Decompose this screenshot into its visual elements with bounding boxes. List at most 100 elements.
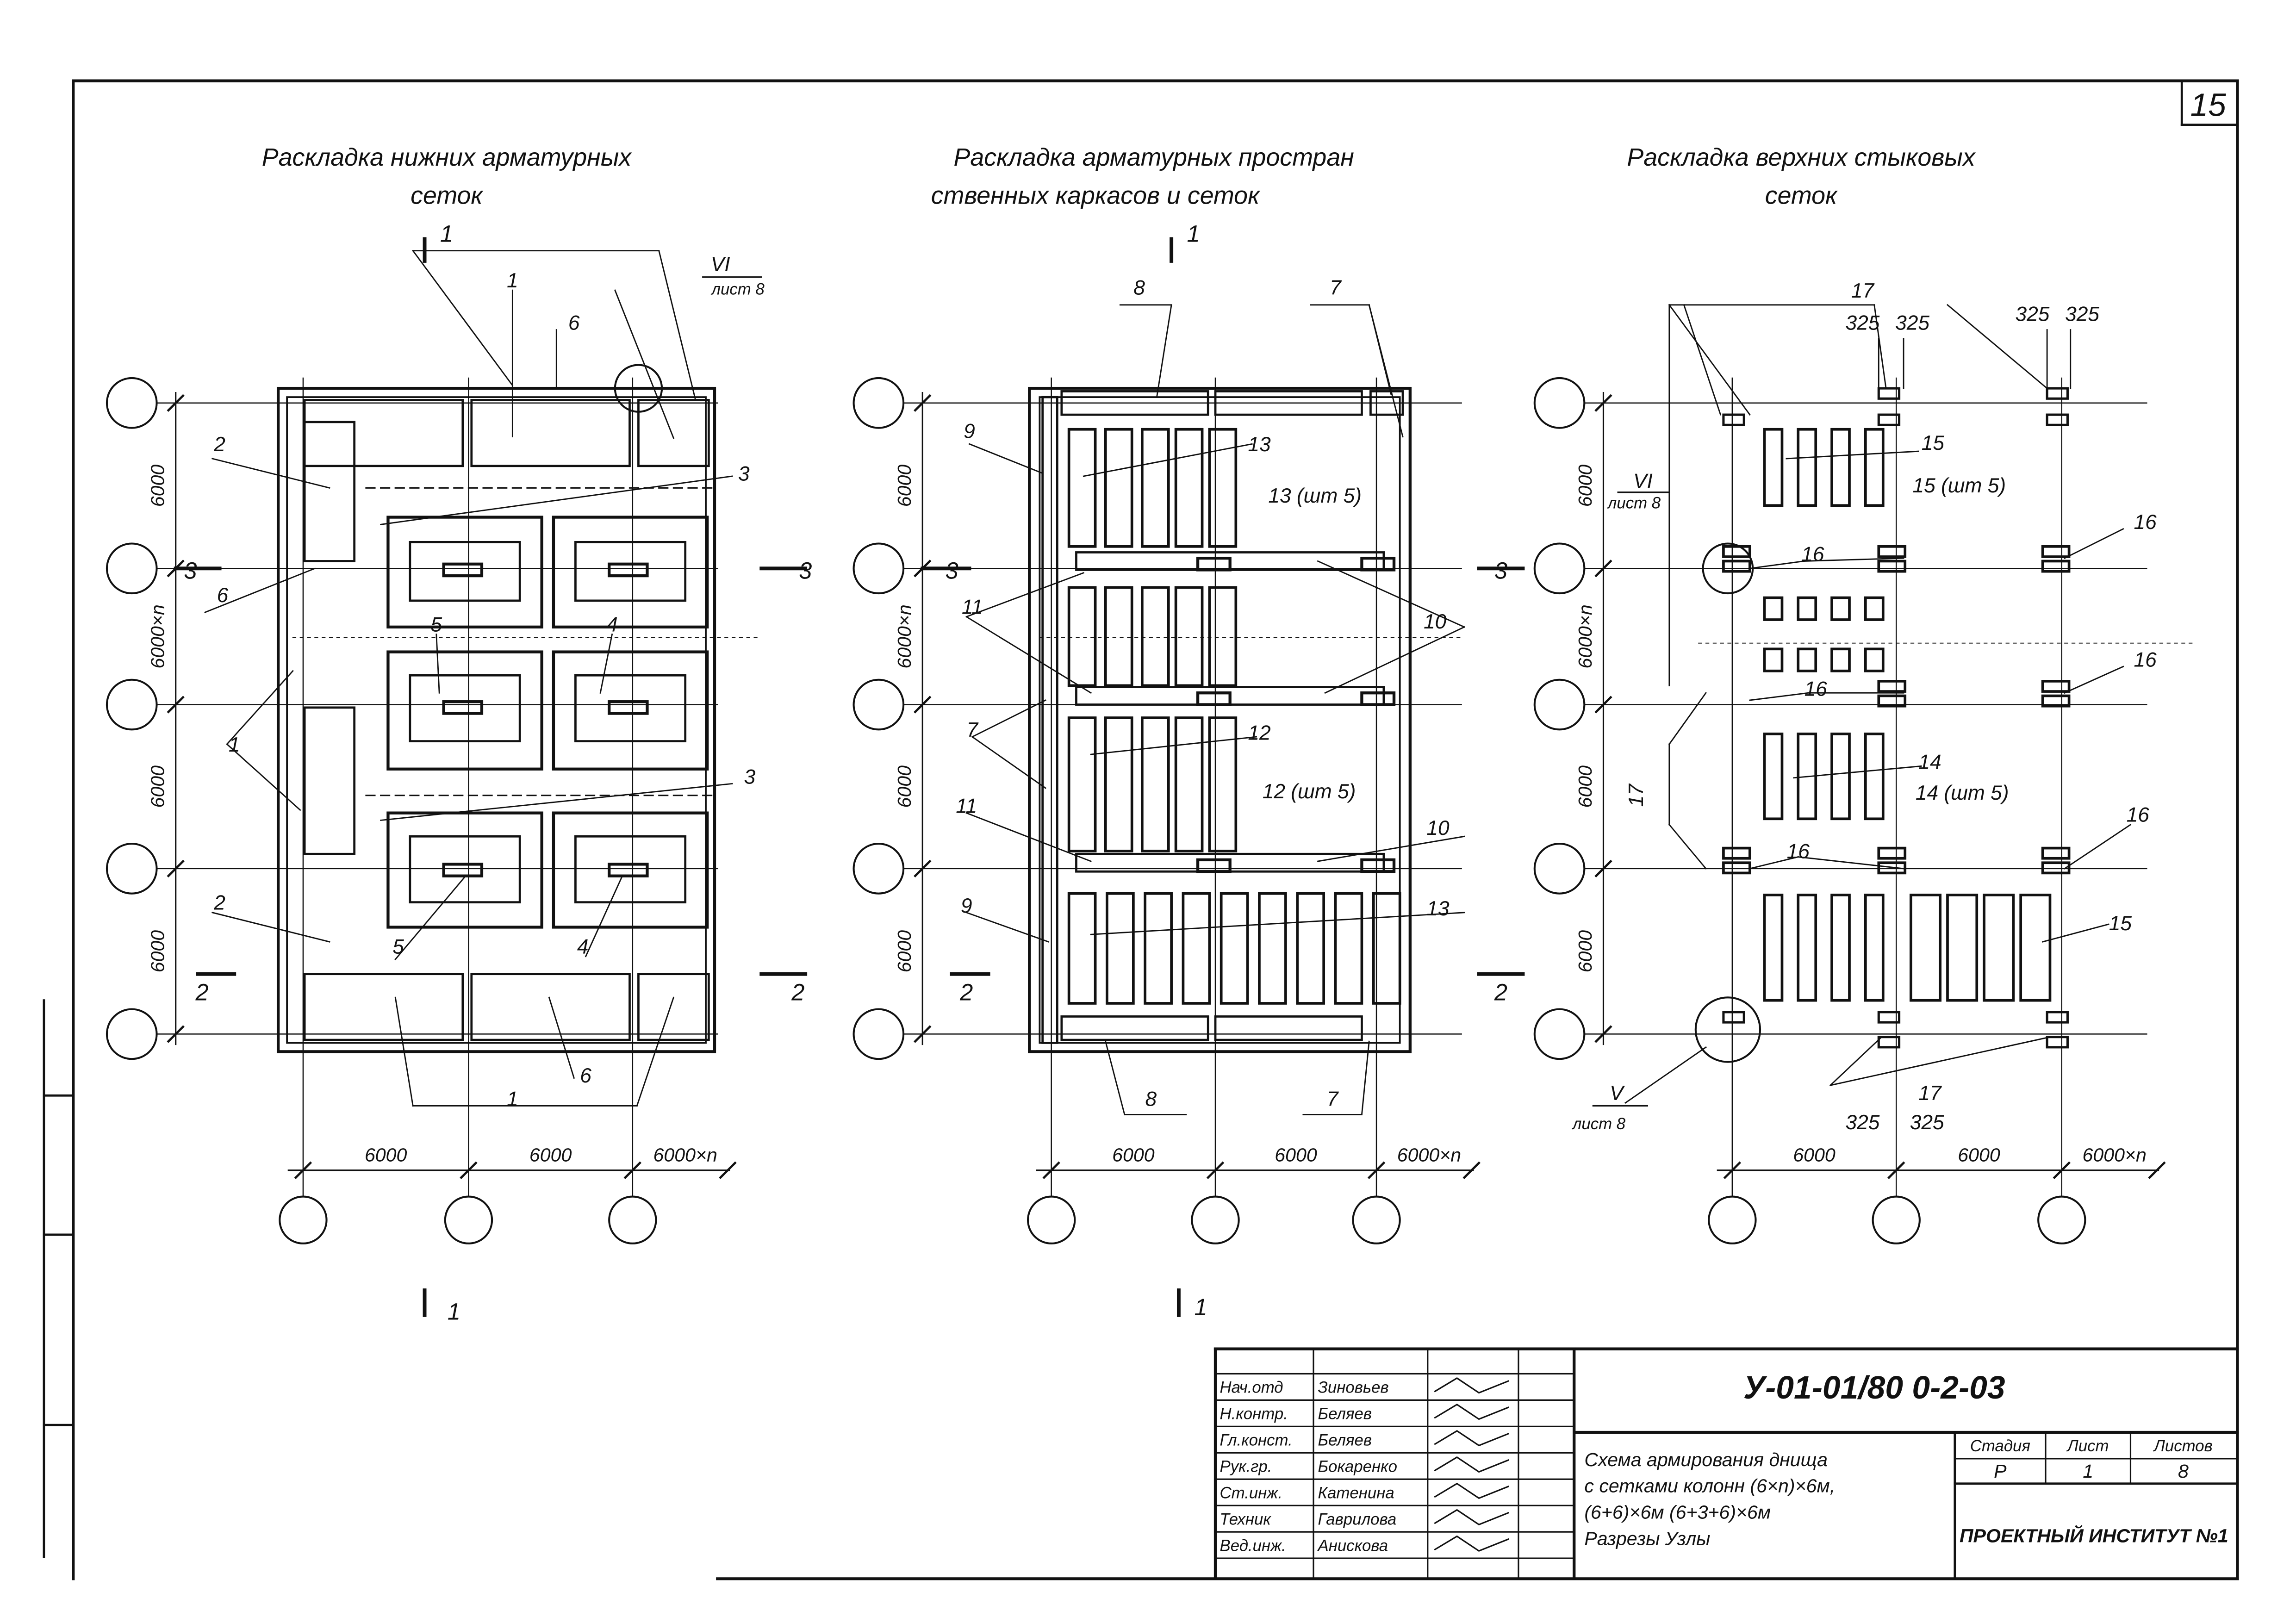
dimension-tick [1594,1025,1612,1043]
splice-joint [2041,545,2071,558]
leader-line [1317,560,1465,628]
leader-line [2041,923,2109,943]
bottom-mesh-panel [637,973,710,1041]
spatial-cage [1104,428,1133,548]
splice-mesh [1763,893,1784,1002]
callout-label: 1 [507,1088,518,1110]
callout-label: 10 [1426,817,1450,839]
splice-mesh [1830,647,1851,672]
axis-bubble [608,1195,657,1244]
plan-title: сеток [1765,181,1838,209]
leader-line [204,567,316,614]
dimension-tick [1042,1161,1060,1179]
leader-line [2064,824,2132,870]
axis-bubble [106,542,158,595]
dimension-label: 6000 [365,1144,407,1166]
leader-line [585,875,623,958]
splice-joint [2041,846,2071,860]
callout-label: 4 [577,935,589,958]
leader-line [1368,304,1404,438]
axis-bubble [852,377,905,429]
bottom-mesh-panel [303,973,464,1041]
dimension-label: 6000 [894,765,915,808]
column-mesh-inner [574,674,687,743]
column-joint [1196,858,1232,873]
title-role: Н.контр. [1220,1405,1288,1423]
axis-bubble [1533,377,1586,429]
dimension-tick [914,1025,932,1043]
axis-bubble [2037,1195,2086,1244]
spatial-cage [1140,716,1170,852]
column-mesh-panel [386,811,543,929]
leader-line [971,699,1046,738]
leader-line [548,996,575,1079]
spatial-cage [1174,428,1204,548]
column-mesh-inner [574,541,687,602]
spatial-cage [1067,716,1097,852]
splice-mesh [1910,893,1942,1002]
sheet-description: (6+6)×6м (6+3+6)×6м [1584,1502,1771,1523]
axis-bubble [852,542,905,595]
leader-line [968,443,1044,474]
callout-label: 9 [964,420,975,443]
node-ref-number: V [1610,1082,1625,1105]
signature [1434,1430,1509,1447]
leader-line [2064,528,2124,560]
axis-bubble [1533,542,1586,595]
title-role: Ст.инж. [1220,1484,1283,1502]
splice-joint [1877,861,1907,875]
leader-line [212,912,330,943]
leader-line [1683,304,1722,416]
callout-label: 7 [1327,1088,1339,1110]
sheet-number: 15 [2190,87,2226,123]
splice-mesh [1864,596,1885,621]
callout-label: 16 [2127,804,2150,827]
splice-joint [1877,694,1907,708]
slab-outline [276,386,716,1053]
dimension-label: 6000 [147,765,168,808]
column-mesh-panel [386,516,543,629]
dimension-label: 6000 [147,930,168,973]
dimension-tick [1594,696,1612,714]
callout-label: 16 [2134,511,2157,534]
bottom-mesh-panel [303,399,464,467]
title-role: Рук.гр. [1220,1457,1272,1475]
dimension-label: 6000 [1112,1144,1155,1166]
title-name: Катенина [1318,1484,1394,1502]
leader-line [1668,823,1707,870]
splice-joint [1877,560,1907,573]
dimension-label: 6000 [529,1144,572,1166]
splice-joint [1877,846,1907,860]
title-role: Вед.инж. [1220,1536,1286,1555]
callout-label: 2 [213,433,225,456]
leader-line [394,875,467,961]
callout-label: 16 [1801,543,1824,566]
edge-mesh [1369,390,1404,416]
dimension-tick [1594,394,1612,412]
leader-line [965,616,1092,694]
splice-mesh [1763,428,1784,507]
section-label: 3 [945,557,958,584]
callout-label: 15 [1922,432,1945,454]
axis-bubble [1708,1195,1757,1244]
sheet-description: Схема армирования днища [1584,1449,1828,1470]
splice-joint [2041,694,2071,708]
splice-mesh [1864,893,1885,1002]
leader-line [1749,856,1799,870]
section-label: 1 [448,1298,460,1325]
callout-label: 17 [1625,784,1648,807]
dimension-label: 6000×n [894,604,915,668]
leader-line [965,911,1050,943]
column-mesh-panel [552,516,709,629]
leader-line [1803,557,1904,562]
node-marker [1694,996,1761,1063]
edge-mesh [1060,1015,1209,1041]
callout-label: 13 [1248,433,1271,456]
axis-bubble [1191,1195,1240,1244]
spatial-cage [1104,586,1133,687]
callout-label: 9 [961,895,972,917]
edge-splice [1877,413,1901,426]
axis-bubble [444,1195,493,1244]
bottom-mesh-panel [637,399,710,467]
axis-bubble [1533,843,1586,895]
